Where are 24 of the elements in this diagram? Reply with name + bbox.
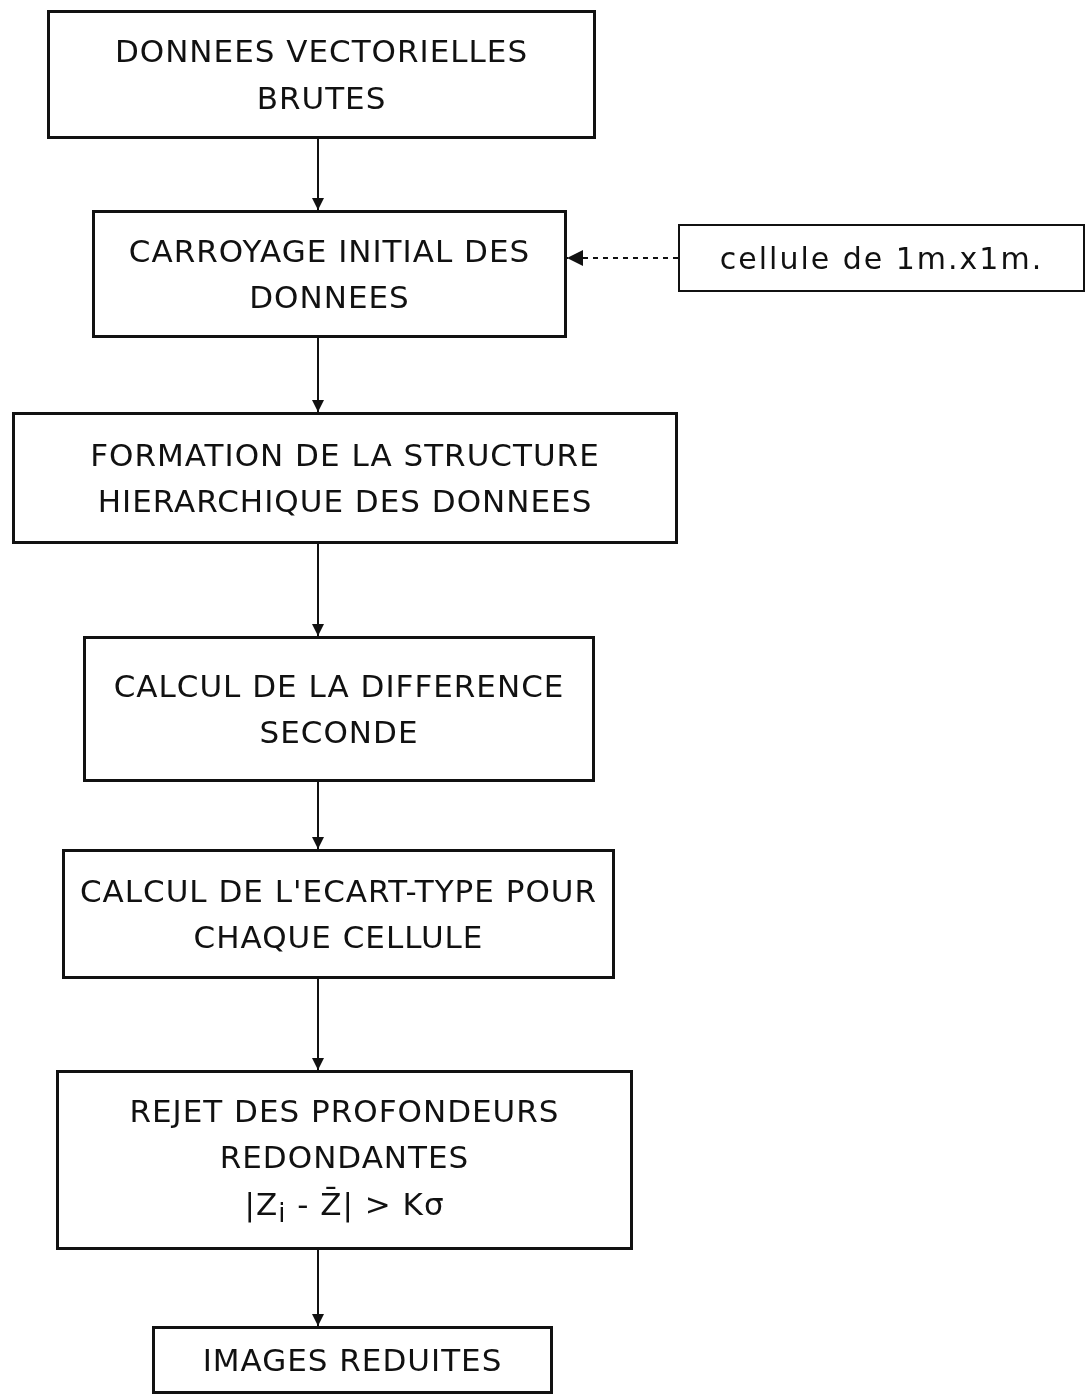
arrow [312,543,324,637]
step-text: CARROYAGE INITIAL DES DONNEES [127,231,532,317]
step-text: |Z$_{i}$ - Z̄| > Kσ [244,1184,445,1230]
process-box [62,849,615,979]
process-box [92,210,567,338]
step-text: CALCUL DE L'ECART-TYPE POUR CHAQUE CELLULE [78,871,599,957]
note-text: cellule de 1m.x1m. [719,239,1044,278]
step-text: REJET DES PROFONDEURS REDONDANTES [128,1091,561,1178]
process-box [83,636,595,782]
step-text: DONNEES VECTORIELLES BRUTES [113,32,530,118]
process-box [152,1326,553,1394]
step-text: IMAGES REDUITES [202,1340,503,1380]
arrow [312,1249,324,1327]
process-box [56,1070,633,1250]
note-box [678,224,1085,292]
arrow [312,337,324,413]
arrow [312,978,324,1071]
process-box [12,412,678,544]
process-box [47,10,596,139]
step-text: CALCUL DE LA DIFFERENCE SECONDE [112,666,566,752]
step-text: FORMATION DE LA STRUCTURE HIERARCHIQUE DES DONNEES [89,435,601,521]
arrow [312,781,324,850]
arrow [566,250,679,266]
arrow [312,138,324,211]
